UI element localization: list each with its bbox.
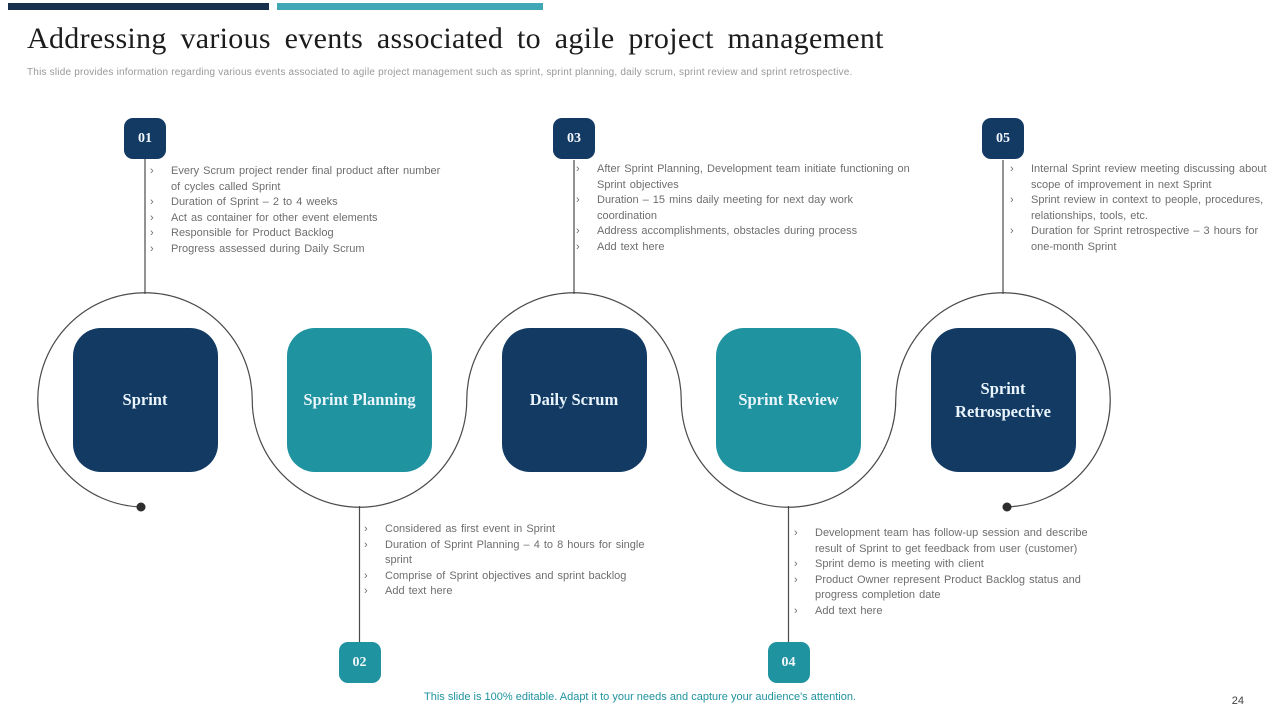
bullet-item: › Comprise of Sprint objectives and sprin…	[364, 569, 664, 585]
bullet-marker: ›	[364, 585, 368, 597]
bullet-marker: ›	[364, 538, 368, 551]
bullet-text: Sprint demo is meeting with client	[815, 558, 984, 570]
bullet-item: › After Sprint Planning, Development team…	[576, 162, 910, 193]
bullet-item: › Every Scrum project render final produc…	[150, 164, 452, 195]
bullet-marker: ›	[150, 211, 154, 224]
bullet-item: › Internal Sprint review meeting discussi…	[1010, 162, 1268, 193]
top-accent-bar-navy	[8, 3, 269, 10]
bullet-item: › Act as container for other event elemen…	[150, 211, 452, 227]
bullet-text: After Sprint Planning, Development team …	[597, 163, 910, 191]
event-bullets-01: › Every Scrum project render final produc…	[150, 164, 452, 257]
bullet-text: Add text here	[385, 585, 453, 597]
top-accent-bar-teal	[277, 3, 543, 10]
bullet-text: Internal Sprint review meeting discussin…	[1031, 163, 1267, 191]
bullet-item: › Add text here	[794, 604, 1096, 620]
bullet-item: › Sprint review in context to people, pro…	[1010, 193, 1268, 224]
bullet-marker: ›	[364, 569, 368, 582]
bullet-marker: ›	[794, 604, 798, 617]
bullet-marker: ›	[794, 558, 798, 570]
bullet-marker: ›	[576, 163, 580, 175]
bullet-marker: ›	[576, 240, 580, 253]
bullet-item: › Sprint demo is meeting with client	[794, 557, 1096, 573]
bullet-text: Responsible for Product Backlog	[171, 227, 334, 239]
bullet-text: Comprise of Sprint objectives and sprint…	[385, 569, 627, 582]
bullet-marker: ›	[1010, 194, 1014, 206]
bullet-marker: ›	[576, 194, 580, 206]
bullet-marker: ›	[794, 573, 798, 586]
bullet-marker: ›	[150, 227, 154, 239]
page-title: Addressing various events associated to …	[27, 22, 884, 55]
bullet-text: Act as container for other event element…	[171, 211, 378, 224]
footer-note: This slide is 100% editable. Adapt it to…	[424, 691, 856, 703]
bullet-marker: ›	[1010, 225, 1014, 237]
bullet-marker: ›	[150, 196, 154, 208]
event-bullets-05: › Internal Sprint review meeting discussi…	[1010, 162, 1268, 255]
bullet-text: Considered as first event in Sprint	[385, 523, 556, 535]
bullet-text: Progress assessed during Daily Scrum	[171, 242, 365, 255]
bullet-text: Every Scrum project render final product…	[171, 165, 441, 193]
event-bullets-04: › Development team has follow-up session …	[794, 526, 1096, 619]
bullet-text: Product Owner represent Product Backlog …	[815, 573, 1081, 602]
bullet-text: Development team has follow-up session a…	[815, 527, 1088, 555]
page-subtitle: This slide provides information regardin…	[27, 67, 853, 78]
event-badge-03: 03	[553, 118, 595, 159]
event-box-sprint-review: Sprint Review	[716, 328, 861, 472]
event-badge-05: 05	[982, 118, 1024, 159]
event-badge-01: 01	[124, 118, 166, 159]
bullet-text: Duration of Sprint – 2 to 4 weeks	[171, 196, 338, 208]
bullet-text: Duration of Sprint Planning – 4 to 8 hou…	[385, 538, 645, 567]
bullet-item: › Development team has follow-up session …	[794, 526, 1096, 557]
bullet-marker: ›	[364, 523, 368, 535]
bullet-marker: ›	[150, 165, 154, 177]
event-box-sprint: Sprint	[72, 328, 218, 472]
event-badge-04: 04	[767, 642, 810, 683]
event-bullets-03: › After Sprint Planning, Development team…	[576, 162, 910, 255]
event-badge-02: 02	[338, 642, 381, 683]
bullet-item: › Add text here	[576, 240, 910, 256]
bullet-item: › Duration – 15 mins daily meeting for ne…	[576, 193, 910, 224]
bullet-marker: ›	[794, 527, 798, 539]
bullet-item: › Responsible for Product Backlog	[150, 226, 452, 242]
bullet-marker: ›	[1010, 163, 1014, 175]
curve-end-dot-left	[136, 502, 146, 512]
bullet-item: › Considered as first event in Sprint	[364, 522, 664, 538]
bullet-text: Duration for Sprint retrospective – 3 ho…	[1031, 225, 1259, 253]
bullet-item: › Duration of Sprint – 2 to 4 weeks	[150, 195, 452, 211]
bullet-text: Duration – 15 mins daily meeting for nex…	[597, 194, 854, 222]
bullet-item: › Address accomplishments, obstacles duri…	[576, 224, 910, 240]
bullet-marker: ›	[150, 242, 154, 255]
bullet-item: › Add text here	[364, 584, 664, 600]
bullet-item: › Duration of Sprint Planning – 4 to 8 ho…	[364, 538, 664, 569]
event-box-daily-scrum: Daily Scrum	[501, 328, 647, 472]
bullet-text: Sprint review in context to people, proc…	[1031, 194, 1264, 222]
event-box-sprint-retrospective: Sprint Retrospective	[930, 328, 1076, 472]
bullet-marker: ›	[576, 225, 580, 237]
event-bullets-02: › Considered as first event in Sprint › Dur…	[364, 522, 664, 600]
page-number: 24	[1231, 695, 1244, 707]
bullet-item: › Progress assessed during Daily Scrum	[150, 242, 452, 258]
curve-end-dot-right	[1002, 502, 1012, 512]
bullet-text: Add text here	[815, 604, 883, 617]
bullet-item: › Duration for Sprint retrospective – 3 h…	[1010, 224, 1268, 255]
bullet-item: › Product Owner represent Product Backlog…	[794, 573, 1096, 604]
event-box-sprint-planning: Sprint Planning	[287, 328, 432, 472]
bullet-text: Add text here	[597, 240, 665, 253]
bullet-text: Address accomplishments, obstacles durin…	[597, 225, 858, 237]
